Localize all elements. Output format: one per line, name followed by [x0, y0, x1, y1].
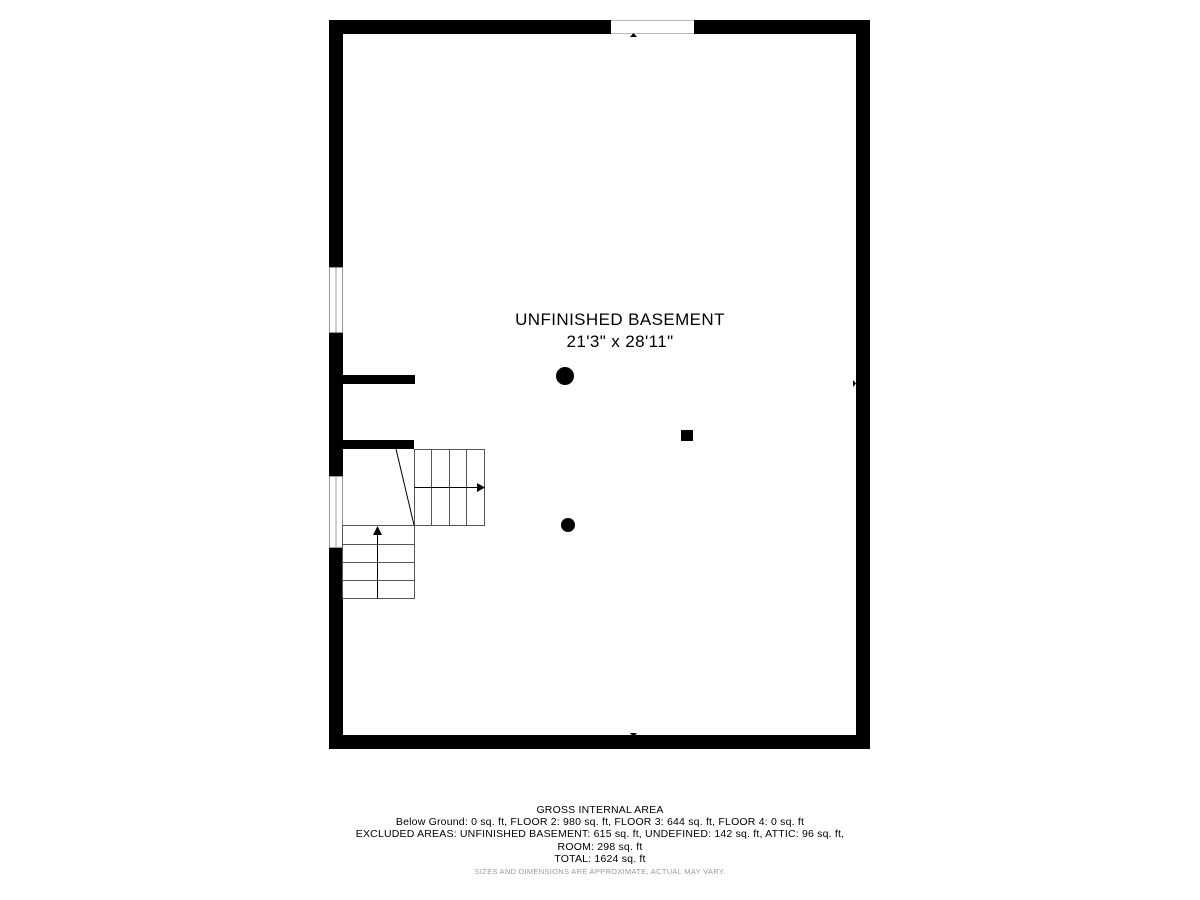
wall-left-3 [329, 548, 343, 749]
columns [556, 367, 693, 532]
wall-left-2 [329, 333, 343, 476]
stair-arrow-up-icon [373, 526, 382, 535]
wall-markers [343, 33, 856, 737]
marker-top-icon [630, 33, 637, 37]
column-square [681, 430, 693, 441]
partition-upper [343, 375, 415, 384]
wall-top-left [329, 20, 611, 34]
stair-landing-diagonal [395, 448, 415, 526]
disclaimer: SIZES AND DIMENSIONS ARE APPROXIMATE, AC… [474, 867, 726, 877]
room-dimensions: 21'3" x 28'11" [566, 332, 674, 351]
area-floors-line: Below Ground: 0 sq. ft, FLOOR 2: 980 sq.… [395, 816, 805, 829]
wall-bottom [329, 735, 870, 749]
top-opening [611, 20, 694, 34]
area-summary: GROSS INTERNAL AREA Below Ground: 0 sq. … [300, 804, 900, 878]
area-excluded-line: EXCLUDED AREAS: UNFINISHED BASEMENT: 615… [355, 828, 845, 841]
area-excluded-line-cont: ROOM: 298 sq. ft [557, 840, 643, 853]
marker-bottom-icon [630, 733, 637, 737]
column-round-large [556, 367, 574, 385]
window-upper [329, 267, 343, 333]
interior-walls [343, 375, 415, 449]
area-total: TOTAL: 1624 sq. ft [554, 852, 646, 865]
stairs-upper [395, 448, 485, 526]
wall-top-right [694, 20, 870, 34]
wall-right [856, 20, 870, 749]
marker-right-icon [853, 380, 856, 387]
stair-arrow-right-icon [477, 483, 485, 492]
partition-lower [343, 440, 414, 449]
column-round-small [561, 518, 575, 532]
window-lower [329, 476, 343, 548]
stairs-lower [342, 525, 415, 599]
marker-left-icon [343, 377, 346, 383]
area-heading: GROSS INTERNAL AREA [536, 804, 664, 816]
room-name: UNFINISHED BASEMENT [515, 310, 725, 329]
wall-left-1 [329, 20, 343, 267]
exterior-walls [329, 20, 870, 749]
